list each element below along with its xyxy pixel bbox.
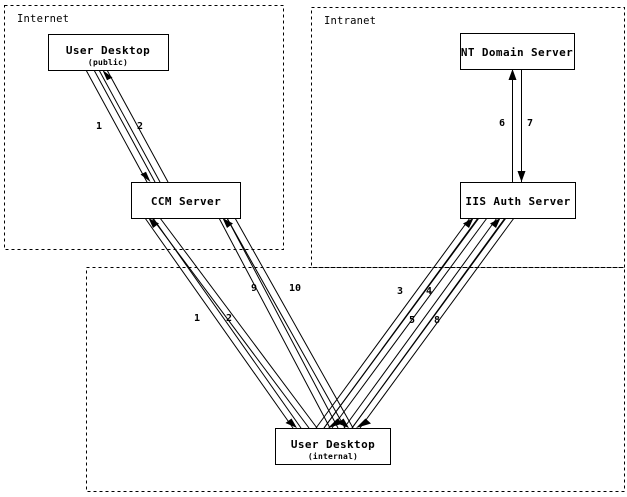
node-ccm-server[interactable]: CCM Server: [130, 181, 242, 220]
node-user-desktop-internal-sublabel: (internal): [308, 451, 358, 461]
flow-internal-2: [148, 217, 318, 429]
step-label-5: 5: [409, 315, 415, 326]
arrow-head-down: [517, 171, 526, 182]
arrow-head-down: [356, 418, 371, 428]
zone-intranet-label: Intranet: [324, 15, 376, 27]
zone-internet: Internet: [4, 5, 284, 250]
arrow-head-down: [140, 171, 151, 182]
node-user-desktop-public-label: User Desktop: [66, 44, 150, 57]
step-label-3: 3: [397, 286, 403, 297]
arrow-head-up: [490, 218, 501, 228]
node-nt-domain-server[interactable]: NT Domain Server: [459, 32, 576, 71]
arrow-head-up: [102, 70, 113, 81]
arrow-head-up: [148, 218, 159, 228]
zone-intranet-border: [311, 7, 625, 268]
flow-auth-3: [315, 217, 479, 429]
step-label-7: 7: [527, 118, 533, 129]
flow-domain-7: [517, 69, 526, 182]
arrow-head-down: [285, 418, 297, 428]
node-iis-auth-server-label: IIS Auth Server: [465, 195, 570, 208]
flow-public-1: [85, 69, 156, 183]
arrow-head-down: [328, 418, 343, 428]
step-label-10: 10: [289, 283, 301, 294]
zone-lower-border: [86, 267, 625, 492]
node-user-desktop-public[interactable]: User Desktop (public): [47, 33, 170, 72]
arrow-head-up: [508, 69, 517, 80]
node-iis-auth-server[interactable]: IIS Auth Server: [459, 181, 577, 220]
step-label-1-internal: 1: [194, 313, 200, 324]
zone-intranet: Intranet: [311, 7, 625, 268]
step-label-2-public: 2: [137, 121, 143, 132]
flow-domain-6: [508, 69, 517, 182]
arrow-head-up: [463, 218, 474, 228]
node-user-desktop-internal[interactable]: User Desktop (internal): [274, 427, 392, 466]
node-nt-domain-server-label: NT Domain Server: [461, 46, 573, 59]
node-user-desktop-public-sublabel: (public): [88, 57, 128, 67]
step-label-4: 4: [426, 286, 432, 297]
node-ccm-server-label: CCM Server: [151, 195, 221, 208]
arrow-head-up: [222, 218, 233, 228]
flow-internal-9: [218, 217, 339, 429]
zone-internet-border: [4, 5, 284, 250]
zone-internet-label: Internet: [17, 13, 69, 25]
step-label-2-internal: 2: [226, 313, 232, 324]
flow-auth-8: [351, 217, 515, 429]
flow-public-2: [98, 69, 169, 183]
node-user-desktop-internal-label: User Desktop: [291, 438, 375, 451]
zone-lower: [86, 267, 625, 492]
step-label-9: 9: [251, 283, 257, 294]
flow-auth-4: [323, 217, 488, 429]
step-label-1-public: 1: [96, 121, 102, 132]
step-label-6: 6: [499, 118, 505, 129]
flow-auth-5: [343, 217, 506, 429]
step-label-8: 8: [434, 315, 440, 326]
